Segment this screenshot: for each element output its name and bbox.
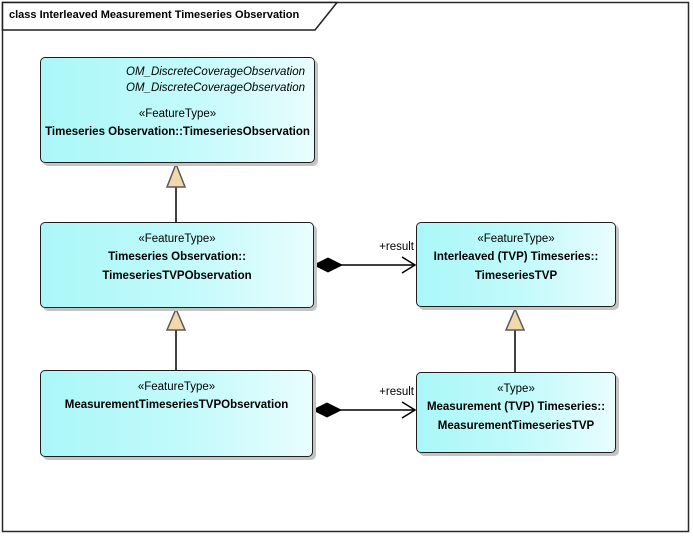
parent-classifier-label: OM_DiscreteCoverageObservation <box>126 66 305 78</box>
composition-result-bottom[interactable] <box>311 401 417 419</box>
class-name-label: MeasurementTimeseriesTVPObservation <box>64 399 289 411</box>
open-arrowhead-icon <box>401 256 417 274</box>
stereotype-label: «FeatureType» <box>477 233 555 245</box>
composition-result-top[interactable] <box>312 256 417 274</box>
class-name-label: Measurement (TVP) Timeseries:: <box>426 401 606 413</box>
class-box-timeseriesobservation[interactable]: OM_DiscreteCoverageObservation OM_Discre… <box>40 57 315 163</box>
class-box-timeseriestvp[interactable]: «FeatureType» Interleaved (TVP) Timeseri… <box>416 222 616 307</box>
class-name-label: MeasurementTimeseriesTVP <box>437 420 595 432</box>
generalization-measurementtvp-to-timeseriestvp[interactable] <box>504 307 526 372</box>
stereotype-label: «FeatureType» <box>137 381 216 393</box>
class-name-label: Interleaved (TVP) Timeseries:: <box>433 251 599 263</box>
connector-role-label-result-top: +result <box>379 241 414 253</box>
class-box-timeseriestvpobservation[interactable]: «FeatureType» Timeseries Observation:: T… <box>40 222 314 308</box>
class-name-label: Timeseries Observation:: <box>108 251 246 263</box>
class-name-label: TimeseriesTVPObservation <box>102 270 252 282</box>
diagram-title: class Interleaved Measurement Timeseries… <box>9 9 300 21</box>
parent-classifiers: OM_DiscreteCoverageObservation OM_Discre… <box>41 58 314 96</box>
generalization-measurementobservation-to-tvpobservation[interactable] <box>165 307 187 370</box>
class-name-label: Timeseries Observation::TimeseriesObserv… <box>45 126 310 138</box>
generalization-tvpobservation-to-observation[interactable] <box>165 161 187 222</box>
generalization-triangle-icon <box>165 161 187 188</box>
class-box-measurementtimeseriestvp[interactable]: «Type» Measurement (TVP) Timeseries:: Me… <box>416 372 616 453</box>
diagram-frame-tab <box>1 1 339 31</box>
parent-classifier-label: OM_DiscreteCoverageObservation <box>126 82 305 94</box>
generalization-triangle-icon <box>504 307 526 331</box>
open-arrowhead-icon <box>401 401 417 419</box>
connector-role-label-result-bottom: +result <box>379 386 414 398</box>
generalization-triangle-icon <box>165 307 187 331</box>
class-name-label: TimeseriesTVP <box>474 270 558 282</box>
class-box-measurementtimeseriestvpobservation[interactable]: «FeatureType» MeasurementTimeseriesTVPOb… <box>40 370 313 457</box>
stereotype-label: «FeatureType» <box>138 108 217 120</box>
composition-diamond-icon <box>312 257 344 273</box>
stereotype-label: «FeatureType» <box>138 233 216 245</box>
stereotype-label: «Type» <box>497 383 535 395</box>
composition-diamond-icon <box>311 402 343 418</box>
